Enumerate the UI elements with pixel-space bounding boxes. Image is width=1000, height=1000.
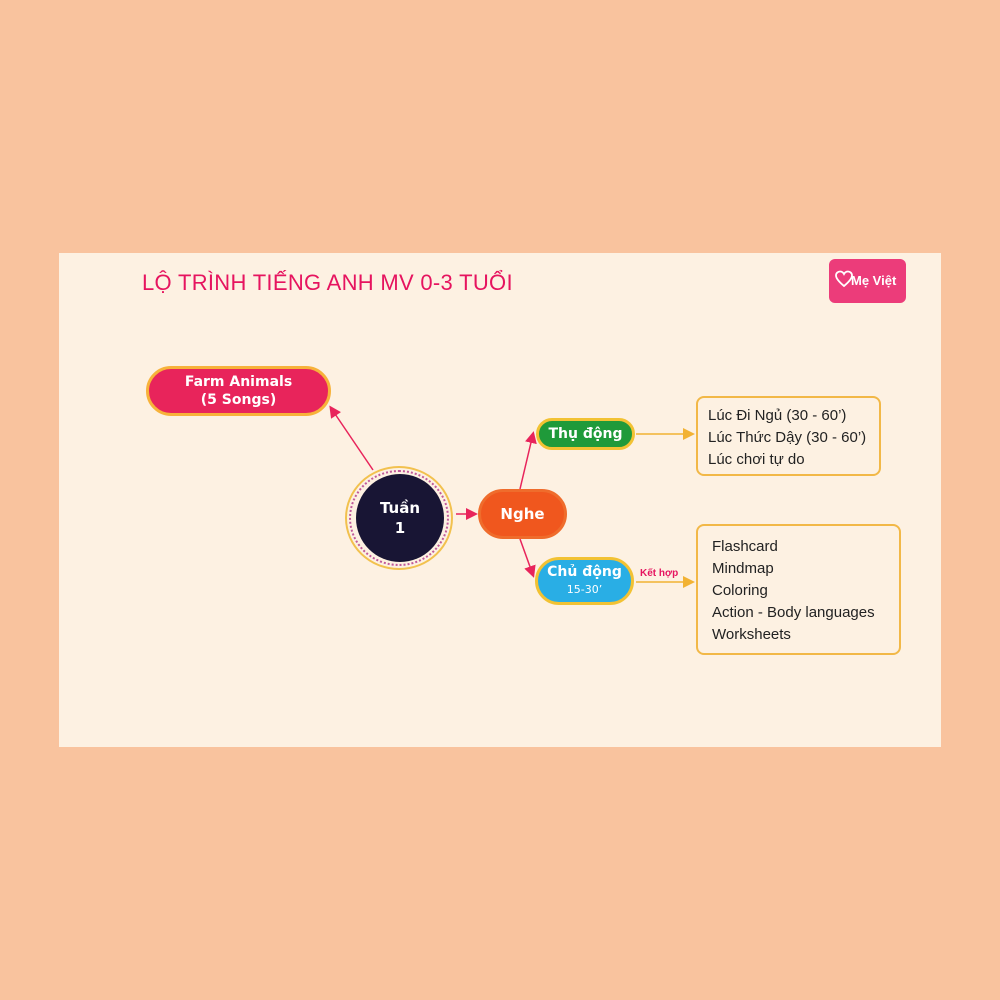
active-activities-box: Flashcard Mindmap Coloring Action - Body… bbox=[696, 524, 901, 655]
brand-logo: Mẹ Việt bbox=[829, 259, 906, 303]
connector-skill-to-passive bbox=[519, 431, 537, 490]
passive-item: Lúc Đi Ngủ (30 - 60’) bbox=[708, 407, 847, 424]
topic-line2: (5 Songs) bbox=[200, 392, 277, 408]
passive-activities-box: Lúc Đi Ngủ (30 - 60’) Lúc Thức Dậy (30 -… bbox=[696, 396, 881, 476]
center-node: Tuần 1 bbox=[356, 474, 444, 562]
topic-node: Farm Animals (5 Songs) bbox=[146, 366, 331, 416]
center-line2: 1 bbox=[394, 519, 406, 537]
center-dotted-ring bbox=[349, 470, 449, 566]
active-label: Chủ động bbox=[547, 564, 622, 580]
connector-label: Kết hợp bbox=[640, 568, 679, 579]
active-duration: 15-30’ bbox=[566, 583, 603, 596]
active-item: Mindmap bbox=[712, 560, 774, 577]
connector-center-to-topic bbox=[329, 405, 374, 471]
active-item: Worksheets bbox=[712, 626, 791, 643]
topic-line1: Farm Animals bbox=[184, 374, 293, 390]
center-line1: Tuần bbox=[379, 499, 421, 517]
logo-text: Mẹ Việt bbox=[851, 273, 897, 288]
passive-label: Thụ động bbox=[548, 426, 623, 442]
active-item: Action - Body languages bbox=[712, 604, 875, 621]
passive-item: Lúc chơi tự do bbox=[708, 451, 805, 468]
page-title: LỘ TRÌNH TIẾNG ANH MV 0-3 TUỔI bbox=[142, 270, 513, 295]
active-node: Chủ động 15-30’ bbox=[535, 557, 634, 605]
active-item: Coloring bbox=[712, 582, 768, 599]
passive-node: Thụ động bbox=[536, 418, 635, 450]
heart-icon bbox=[835, 270, 853, 288]
connector-skill-to-active bbox=[519, 538, 536, 578]
center-ring bbox=[345, 466, 453, 570]
skill-node: Nghe bbox=[478, 489, 567, 539]
active-item: Flashcard bbox=[712, 538, 778, 555]
passive-item: Lúc Thức Dậy (30 - 60’) bbox=[708, 429, 867, 446]
skill-label: Nghe bbox=[500, 505, 545, 523]
